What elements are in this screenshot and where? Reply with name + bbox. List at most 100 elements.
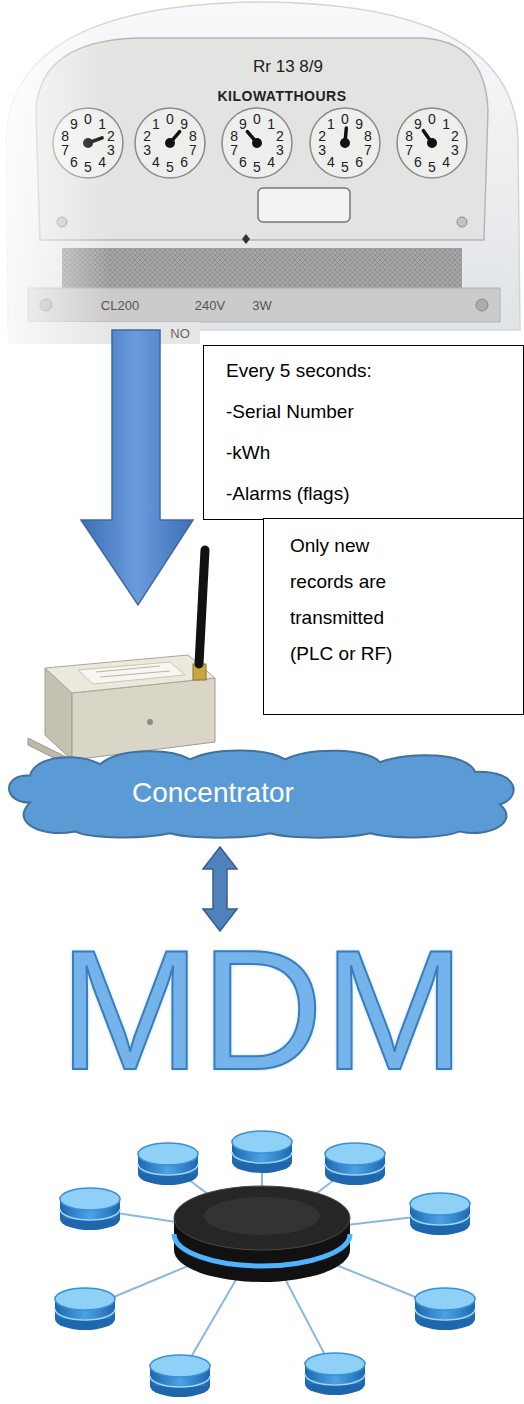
note-box: Only new records are transmitted(PLC or … [263, 518, 524, 715]
dial-group [53, 108, 467, 178]
dial-digit: 7 [364, 143, 372, 157]
device-sticker [78, 662, 185, 684]
database-cylinder [138, 1163, 198, 1185]
dial-digit: 9 [70, 117, 78, 131]
database-cylinder [150, 1355, 210, 1397]
dial-digit: 2 [276, 129, 284, 143]
dial-digit: 8 [405, 129, 413, 143]
database-cylinder [305, 1374, 365, 1385]
database-cylinder [55, 1288, 115, 1330]
hub-cylinder [174, 1186, 350, 1250]
dial-digit: 2 [451, 129, 459, 143]
hub-cylinder [174, 1234, 350, 1266]
network-link [180, 1235, 262, 1376]
dial-digit: 0 [341, 112, 349, 126]
network-link [90, 1209, 262, 1235]
dial-digit: 3 [107, 143, 115, 157]
database-cylinder [232, 1142, 292, 1162]
down-arrow [81, 330, 193, 605]
dial-digit: 5 [428, 160, 436, 174]
hub-cylinder [174, 1218, 350, 1282]
dial-digit: 4 [98, 155, 106, 169]
cloud-shape: Concentrator [0, 745, 524, 841]
dial-digit: 3 [276, 143, 284, 157]
database-cylinder [60, 1209, 120, 1220]
dial-digit: 6 [355, 155, 363, 169]
database-cylinder [55, 1309, 115, 1320]
list-line: -Serial Number [226, 391, 513, 432]
dial-digit: 0 [84, 112, 92, 126]
network-link [262, 1214, 440, 1235]
device-hole [147, 719, 153, 725]
database-icon [40, 925, 484, 1400]
database-cylinder [138, 1164, 198, 1175]
meter-illustration [0, 0, 520, 345]
dial-digit: 8 [364, 129, 372, 143]
dial-hub [427, 138, 437, 148]
dial-digit: 8 [61, 129, 69, 143]
list-line: -Alarms (flags) [226, 473, 513, 514]
database-cylinder [232, 1152, 292, 1163]
database-cylinder [410, 1213, 470, 1235]
meter-class: CL200 [101, 299, 139, 312]
database-cylinder [60, 1188, 120, 1230]
hub-cylinder [174, 1218, 350, 1250]
dial-digit: 1 [152, 117, 160, 131]
dial-digit: 1 [98, 117, 106, 131]
database-cylinder [60, 1199, 120, 1219]
dial-digit: 5 [341, 160, 349, 174]
network-link [262, 1164, 355, 1235]
dial-digit: 8 [230, 129, 238, 143]
dial-hub [165, 138, 175, 148]
dial-digit: 8 [189, 129, 197, 143]
database-cylinder [325, 1164, 385, 1175]
list-line: -kWh [226, 432, 513, 473]
dial-face [310, 108, 380, 178]
database-cylinder [305, 1373, 365, 1395]
list-box: Every 5 seconds:-Serial Number-kWh-Alarm… [203, 345, 524, 520]
diamond-mark [242, 234, 250, 244]
double-arrow [203, 847, 237, 931]
note-text: Only new records are transmitted [290, 528, 420, 636]
network-link [262, 1235, 335, 1374]
meter-window [258, 188, 350, 222]
dial-digit: 1 [327, 117, 335, 131]
database-cylinder [55, 1299, 115, 1319]
dial-digit: 6 [414, 155, 422, 169]
meter-wires: 3W [252, 299, 272, 312]
hub-cylinder [174, 1186, 350, 1282]
dial-digit: 2 [107, 129, 115, 143]
database-cylinder [325, 1154, 385, 1174]
unit-label: KILOWATTHOURS [217, 89, 346, 103]
antenna [199, 550, 205, 664]
dial-digit: 6 [70, 155, 78, 169]
dial-digit: 3 [143, 143, 151, 157]
dial-digit: 7 [405, 143, 413, 157]
database-cylinder [150, 1366, 210, 1386]
dial-digit: 6 [239, 155, 247, 169]
dial-digit: 4 [442, 155, 450, 169]
cloud-label: Concentrator [132, 776, 294, 810]
dial-digit: 6 [180, 155, 188, 169]
dial-face [222, 108, 292, 178]
dial-digit: 9 [414, 117, 422, 131]
light-wash [0, 0, 110, 345]
register-ratio: Rr 13 8/9 [253, 58, 323, 75]
database-cylinder [325, 1163, 385, 1185]
list-line: Every 5 seconds: [226, 350, 513, 391]
dial-digit: 5 [166, 160, 174, 174]
cloud-outline [9, 750, 514, 837]
dial-hub [340, 138, 350, 148]
database-cylinder [138, 1154, 198, 1174]
dial-digit: 9 [180, 117, 188, 131]
database-cylinder [415, 1288, 475, 1310]
dial-digit: 4 [152, 155, 160, 169]
database-node: MDM [40, 925, 484, 1400]
dial-digit: 2 [318, 129, 326, 143]
note-text: (PLC or RF) [290, 636, 420, 672]
database-icon [55, 1131, 475, 1397]
dial-face [397, 108, 467, 178]
database-cylinder [415, 1308, 475, 1330]
